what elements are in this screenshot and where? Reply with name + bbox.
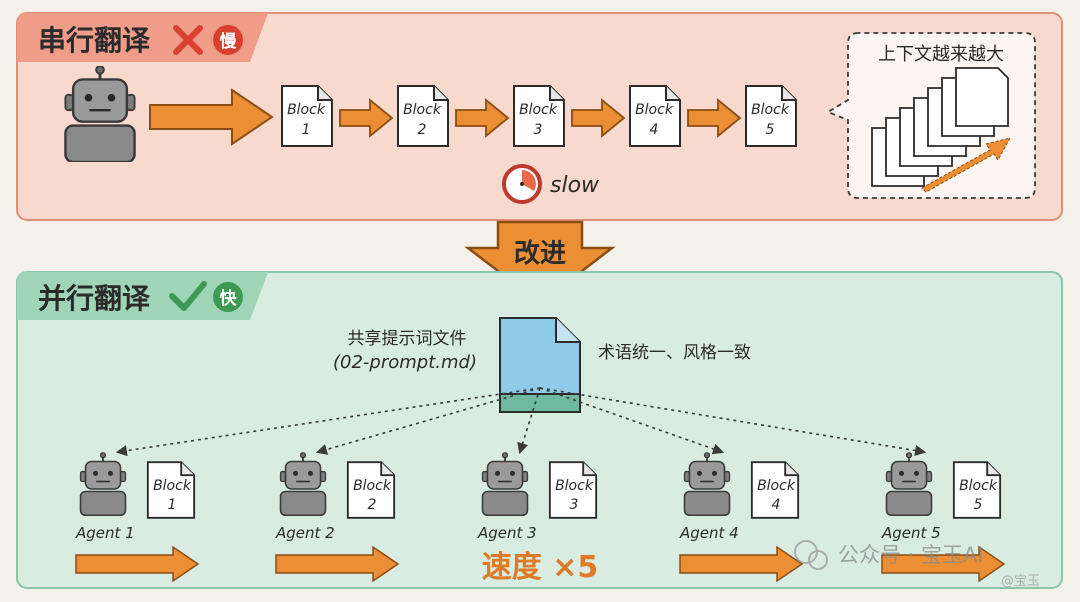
agent-progress-arrow xyxy=(275,545,400,583)
serial-block-number: 4 xyxy=(650,122,659,138)
serial-block-label: Block xyxy=(403,102,442,118)
context-note: 上下文越来越大 xyxy=(878,44,1004,65)
agent-block-number: 4 xyxy=(772,497,781,513)
serial-block-5: Block 5 xyxy=(745,85,797,147)
serial-block-label: Block xyxy=(519,102,558,118)
serial-block-number: 5 xyxy=(766,122,775,138)
serial-block-row: Block 1 Block 2 Block 3 Block 4 Block 5 xyxy=(281,85,797,147)
agent-progress-arrow xyxy=(679,545,804,583)
agent-block-label: Block xyxy=(757,478,796,494)
agent-block-label: Block xyxy=(353,478,392,494)
fast-badge-label: 快 xyxy=(220,288,238,309)
watermark: 公众号 · 宝玉AI @宝玉 xyxy=(794,540,1040,589)
dotted-arrow-icon xyxy=(539,387,927,457)
shared-file-icon xyxy=(499,317,581,413)
clock-icon xyxy=(502,164,542,204)
stack-document-icon xyxy=(955,67,1009,127)
check-icon xyxy=(169,281,207,311)
parallel-title: 并行翻译 xyxy=(38,282,151,315)
slow-badge xyxy=(213,25,243,55)
agent-block-number: 5 xyxy=(974,497,983,513)
agent-progress-arrow xyxy=(75,545,200,583)
serial-block-number: 2 xyxy=(418,122,427,138)
serial-block-number: 1 xyxy=(302,122,311,138)
agent-block-label: Block xyxy=(153,478,192,494)
shared-file-title: 共享提示词文件 xyxy=(348,329,467,349)
growing-document-stack xyxy=(871,67,1009,187)
watermark-text: 公众号 · 宝玉AI xyxy=(838,543,984,567)
serial-step-arrow xyxy=(687,98,742,138)
serial-block-4: Block 4 xyxy=(629,85,681,147)
serial-block-label: Block xyxy=(751,102,790,118)
serial-block-label: Block xyxy=(635,102,674,118)
serial-title: 串行翻译 xyxy=(38,24,151,57)
serial-block-2: Block 2 xyxy=(397,85,449,147)
growth-arrow xyxy=(921,137,1011,193)
serial-panel: 串行翻译 慢 Block 1 Block 2 Block 3 Block 4 Block 5 sl… xyxy=(16,12,1063,221)
serial-block-number: 3 xyxy=(534,122,543,138)
agent-block-number: 2 xyxy=(368,497,377,513)
serial-block-3: Block 3 xyxy=(513,85,565,147)
agent-name: Agent 5 xyxy=(881,524,941,542)
speed-label: 速度 ×5 xyxy=(482,550,598,585)
consistency-note: 术语统一、风格一致 xyxy=(598,343,751,363)
slow-label: slow xyxy=(550,173,600,198)
cross-icon xyxy=(173,25,203,55)
serial-block-1: Block 1 xyxy=(281,85,333,147)
agent-name: Agent 1 xyxy=(75,524,135,542)
serial-main-arrow xyxy=(149,88,274,146)
parallel-panel-bg xyxy=(16,271,1063,589)
shared-file-name: (02-prompt.md) xyxy=(333,352,477,373)
agent-progress-arrow xyxy=(881,545,1006,583)
improve-label: 改进 xyxy=(514,238,566,269)
slow-badge-label: 慢 xyxy=(220,31,238,52)
improve-arrow: 改进 xyxy=(464,220,616,305)
serial-step-arrow xyxy=(571,98,626,138)
serial-step-arrow xyxy=(339,98,394,138)
fast-badge xyxy=(213,282,243,312)
agent-name: Agent 2 xyxy=(275,524,335,542)
agent-name: Agent 3 xyxy=(477,524,537,542)
serial-title-tab xyxy=(17,13,268,62)
distribution-lines xyxy=(115,387,927,457)
agent-block-number: 1 xyxy=(168,497,177,513)
agent-block-number: 3 xyxy=(570,497,579,513)
dotted-arrow-icon xyxy=(115,387,541,457)
agent-block-label: Block xyxy=(959,478,998,494)
parallel-panel: 并行翻译 快 共享提示词文件 (02-prompt.md) 术语统一、风格一致 … xyxy=(16,271,1063,589)
context-callout: 上下文越来越大 xyxy=(825,32,1036,199)
serial-block-label: Block xyxy=(287,102,326,118)
watermark-sub: @宝玉 xyxy=(1001,574,1040,589)
serial-step-arrow xyxy=(455,98,510,138)
agent-block-label: Block xyxy=(555,478,594,494)
agent-name: Agent 4 xyxy=(679,524,739,542)
